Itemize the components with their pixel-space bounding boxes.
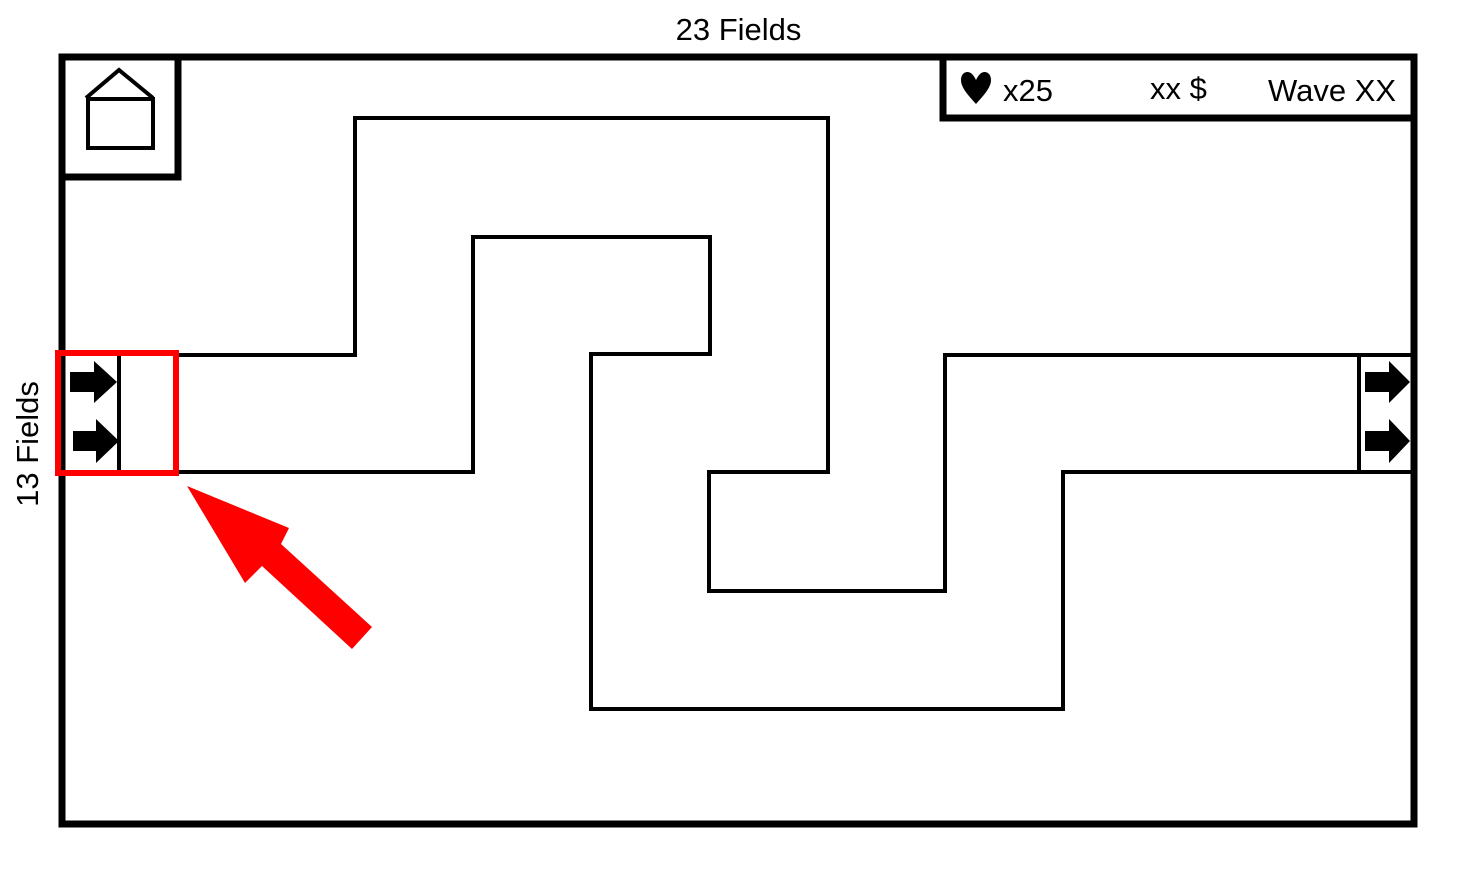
heart-icon [961, 72, 991, 104]
arrow-right-icon [70, 361, 117, 403]
arrow-right-icon [73, 419, 119, 463]
spawn-highlight-box [55, 350, 179, 476]
arrow-right-icon [1365, 361, 1410, 403]
exit-gate [1357, 355, 1410, 472]
money-counter: xx $ [1150, 71, 1207, 106]
home-button[interactable] [62, 60, 182, 181]
wave-counter: Wave XX [1268, 73, 1396, 108]
arrow-right-icon [1365, 419, 1410, 463]
pointer-arrow-icon [187, 486, 372, 649]
spawn-gate [70, 355, 121, 472]
path-lower-edge [176, 235, 1416, 711]
map-frame [58, 53, 1418, 828]
hud-panel: x25 xx $ Wave XX [939, 60, 1414, 122]
path-upper-edge [176, 116, 1416, 593]
map-width-label: 23 Fields [675, 12, 802, 47]
lives-counter: x25 [1003, 73, 1053, 108]
home-icon [84, 67, 155, 150]
enemy-path [176, 116, 1416, 711]
